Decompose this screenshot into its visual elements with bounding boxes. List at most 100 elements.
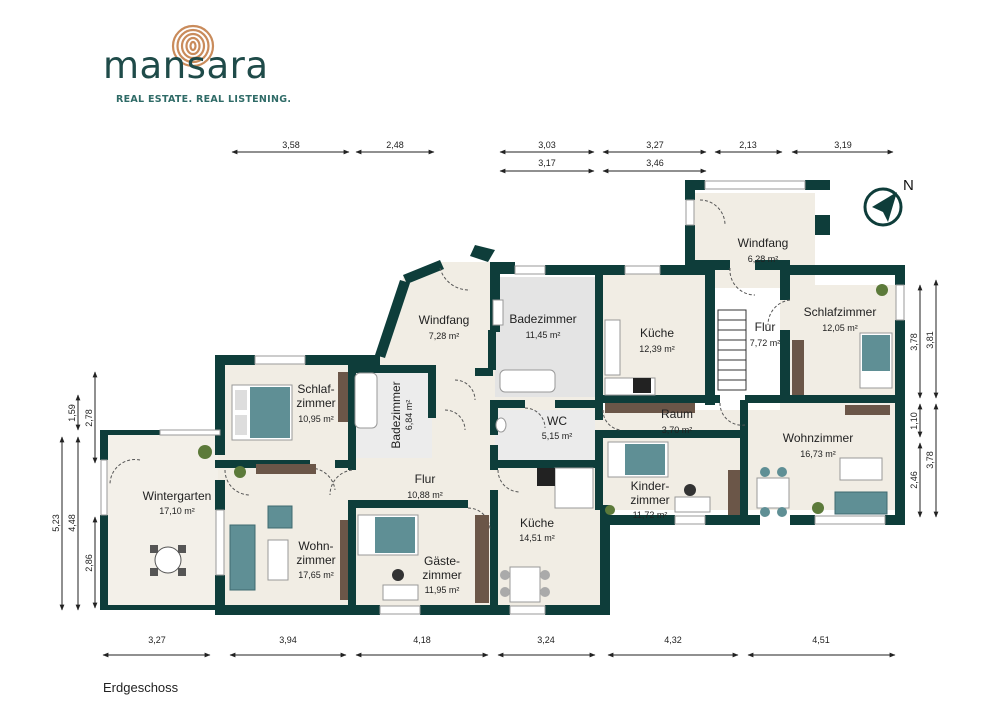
dim-label: 3,58 [282,140,300,150]
wall [375,280,410,358]
mansara-logo [171,24,215,68]
room-area: 12,05 m² [822,323,858,333]
door-swing [524,407,546,429]
room-name: Kinder- [631,479,670,493]
window [514,265,546,275]
dim-label: 2,86 [84,554,94,572]
wall [403,260,444,284]
wall [750,515,760,525]
room-area: 17,10 m² [159,506,195,516]
window [379,605,421,615]
wall [595,275,603,420]
wall [305,355,380,365]
windows [100,180,905,615]
dim-label: 3,03 [538,140,556,150]
floor-label: Erdgeschoss [103,680,179,695]
chair [392,569,404,581]
dim-label: 3,81 [925,331,935,349]
bathtub-icon [499,369,556,393]
wall [100,605,220,610]
room-name: Windfang [738,236,789,250]
wall [595,395,720,403]
wall [215,355,225,455]
room-area: 6,28 m² [748,254,779,264]
room-area: 6,84 m² [404,400,414,431]
room-name: Wohnzimmer [783,431,853,445]
dim-label: 3,27 [148,635,166,645]
bed-icon [859,332,893,389]
room-labels: Windfang 6,28 m² Windfang 7,28 m² Badezi… [143,236,877,595]
room-name: Flur [415,472,436,486]
room-area: 12,39 m² [639,344,675,354]
dim-label: 1,59 [67,404,77,422]
window [254,355,306,365]
wall [595,430,603,510]
dim-label: 2,48 [386,140,404,150]
dim-label: 3,27 [646,140,664,150]
brand-tagline: REAL ESTATE. REAL LISTENING. [116,94,292,105]
window [100,459,108,516]
floor-wc-tiles [495,410,595,465]
window [159,429,221,436]
fingerprint-icon [171,24,215,68]
room-name-line2: zimmer [630,493,669,507]
room-name: WC [547,414,567,428]
sink-icon [492,299,504,326]
room-area: 5,15 m² [542,431,573,441]
room-area: 14,51 m² [519,533,555,543]
dim-label: 4,51 [812,635,830,645]
wall [490,400,498,435]
stove-icon [633,378,651,393]
compass-label: N [903,177,914,194]
bed-icon [231,384,293,441]
wardrobe [605,403,695,413]
wall [348,500,356,615]
room-name-line2: zimmer [296,396,335,410]
plant-icon [234,466,246,478]
window [704,180,806,190]
door-swing [454,379,476,401]
room-name: Badezimmer [389,381,403,448]
dim-label: 3,78 [925,451,935,469]
room-name-line2: zimmer [296,553,335,567]
wall [780,265,790,300]
wall [490,400,525,408]
wall [600,515,675,525]
plant-icon [812,502,824,514]
wall [555,400,600,408]
window [814,515,886,525]
dim-label: 2,46 [909,471,919,489]
toilet-icon [495,417,507,433]
room-name: Raum [661,407,693,421]
wall [595,430,745,438]
wall [490,460,600,468]
wall [490,262,500,332]
desk [674,496,711,513]
compass-icon [863,187,903,227]
wall [755,260,790,270]
room-area: 17,65 m² [298,570,334,580]
window [509,605,546,615]
sofa-icon [229,505,293,591]
dim-label: 3,19 [834,140,852,150]
door-swing [729,267,756,296]
wall [348,500,468,508]
room-name: Küche [520,516,554,530]
dim-label: 4,18 [413,635,431,645]
room-name: Badezimmer [509,312,576,326]
wardrobe [256,464,316,474]
window [624,265,661,275]
dim-label: 5,23 [51,514,61,532]
wall [215,605,380,615]
floor-wintergarten [103,435,218,610]
room-name: Schlaf- [297,382,334,396]
wardrobe [728,470,740,515]
room-name: Schlafzimmer [804,305,877,319]
room-area: 7,28 m² [429,331,460,341]
window [215,509,225,576]
wall [705,265,715,405]
sofa-icon [834,457,888,515]
dimension-lines [59,149,939,658]
plant-icon [605,505,615,515]
dim-label: 3,46 [646,158,664,168]
